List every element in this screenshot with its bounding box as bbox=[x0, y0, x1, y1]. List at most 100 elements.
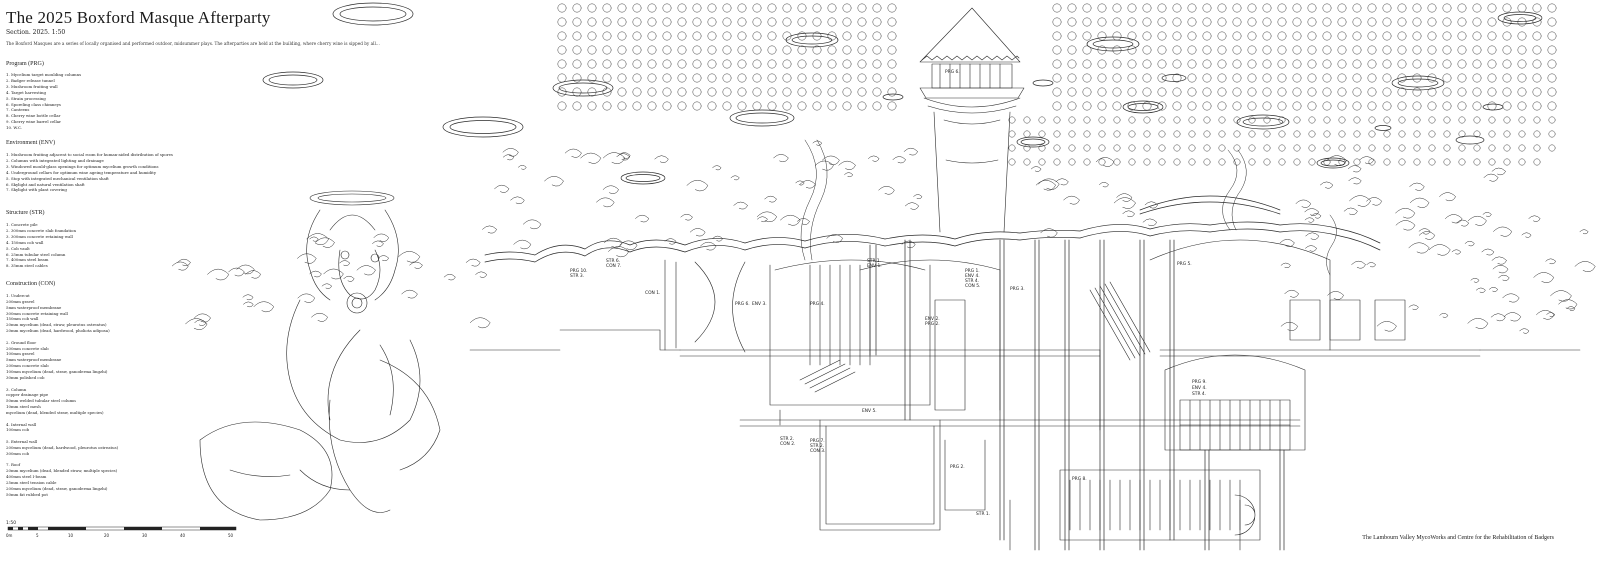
construction-item: 7. Roof bbox=[6, 462, 21, 468]
scale-tick: 40 bbox=[180, 533, 186, 538]
structure-list: 1. Concrete pile 2. 300mm concrete slab … bbox=[6, 222, 76, 269]
vegetation bbox=[171, 140, 1596, 334]
program-item: 10. W.C. bbox=[6, 125, 23, 131]
section-label: PRG 5. bbox=[1177, 261, 1192, 267]
program-item: 2. Badger release tunnel bbox=[6, 77, 55, 83]
section-label: CON 2. bbox=[780, 441, 795, 447]
section-label: STR 1. bbox=[867, 258, 881, 264]
section-label: CON 7. bbox=[606, 263, 621, 269]
section-label: STR 2. bbox=[810, 443, 824, 449]
section-labels: PRG 10.STR 3. STR 6.CON 7. CON 1. PRG 4. STR… bbox=[570, 258, 1207, 517]
construction-item: 5mm waterproof membrane bbox=[6, 357, 62, 363]
badger-figure bbox=[199, 190, 441, 521]
section-label: PRG 8. bbox=[1072, 476, 1087, 482]
ring-texture bbox=[557, 3, 1557, 166]
program-item: 8. Cherry wine bottle cellar bbox=[6, 113, 61, 119]
section-label: STR 1. bbox=[976, 511, 990, 517]
environment-item: 7. Skylight with plant covering bbox=[6, 187, 67, 193]
section-label: PRG 10. bbox=[570, 268, 587, 274]
construction-item: 200mm mycelium (dead, straw, ganoderma l… bbox=[6, 485, 108, 491]
scale-bar: 1:50 0m 5 10 20 30 40 50 bbox=[6, 519, 238, 541]
section-label: CON 1. bbox=[645, 290, 660, 296]
section-label: ENV 3. bbox=[752, 301, 767, 307]
smoke-plumes bbox=[800, 139, 1337, 276]
section-label: STR 2. bbox=[780, 436, 794, 442]
environment-item: 2. Columns with integrated lighting and … bbox=[6, 157, 104, 163]
construction-item: 300mm cob bbox=[6, 450, 30, 456]
structure-item: 8. 35mm steel cables bbox=[6, 263, 48, 269]
drawing-title: The 2025 Boxford Masque Afterparty bbox=[6, 8, 271, 27]
construction-item: 25mm steel tension cable bbox=[6, 480, 57, 485]
section-label: PRG 7. bbox=[810, 438, 825, 444]
section-label: ENV 4. bbox=[1192, 385, 1207, 391]
structure-item: 1. Concrete pile bbox=[6, 222, 38, 227]
section-label: ENV 5. bbox=[862, 408, 877, 414]
structure-item: 5. Cob vault bbox=[6, 245, 30, 251]
section-label: PRG 9. bbox=[1192, 379, 1207, 385]
construction-item: 5mm waterproof membrane bbox=[6, 304, 62, 310]
section-label: PRG 3. bbox=[1010, 286, 1025, 292]
environment-list: 1. Mushroom fruiting adjacent to social … bbox=[6, 152, 173, 193]
section-label: STR 6. bbox=[606, 258, 620, 264]
section-label: PRG 4. bbox=[810, 301, 825, 307]
section-label: STR 4. bbox=[1192, 391, 1206, 397]
program-item: 5. Strain processing bbox=[6, 95, 46, 101]
construction-item: 30mm polished cob bbox=[6, 374, 45, 380]
section-label: PRG 6. bbox=[735, 301, 750, 307]
program-list: 1. Mycelium target moulding columns 2. B… bbox=[6, 72, 81, 131]
construction-heading: Construction (CON) bbox=[6, 281, 56, 287]
construction-item: 20mm mycelium (dead, straw, pleurotus os… bbox=[6, 322, 107, 328]
svg-text:PRG 6.: PRG 6. bbox=[945, 69, 960, 75]
construction-item: copper drainage pipe bbox=[6, 392, 49, 398]
section-label: ENV 4. bbox=[965, 273, 980, 279]
scale-tick: 5 bbox=[36, 533, 39, 538]
scale-tick: 50 bbox=[228, 533, 234, 538]
section-label: PRG 2. bbox=[950, 464, 965, 470]
roof bbox=[484, 195, 1381, 263]
section-label: CON 5. bbox=[965, 283, 980, 289]
program-item: 4. Target harvesting bbox=[6, 89, 46, 95]
section-label: STR 3. bbox=[570, 273, 584, 279]
scale-tick: 0m bbox=[6, 533, 13, 538]
construction-item: 50mm welded tubular steel column bbox=[6, 398, 76, 404]
program-item: 6. Sporeling class chimneys bbox=[6, 101, 61, 107]
construction-item: 200mm gravel bbox=[6, 298, 35, 304]
construction-item: 100mm mycelium (dead, straw, ganoderma l… bbox=[6, 368, 108, 374]
construction-list: 1. Undercut 200mm gravel 5mm waterproof … bbox=[6, 293, 118, 498]
column-pipes bbox=[869, 239, 1285, 551]
environment-item: 3. Windowed mould-glass openings for opt… bbox=[6, 163, 159, 169]
program-item: 9. Cherry wine barrel cellar bbox=[6, 119, 61, 125]
structure-item: 2. 300mm concrete slab foundation bbox=[6, 227, 77, 233]
program-item: 3. Mushroom fruiting wall bbox=[6, 83, 58, 89]
construction-item: 5. External wall bbox=[6, 439, 38, 445]
drawing-subtitle: Section. 2025. 1:50 bbox=[6, 29, 66, 36]
section-label: ENV 2. bbox=[925, 316, 940, 322]
construction-item: 100mm cob bbox=[6, 427, 30, 433]
scale-tick: 10 bbox=[68, 533, 74, 538]
tower: PRG 6. bbox=[919, 7, 1025, 233]
intro-text: The Boxford Masques are a series of loca… bbox=[6, 41, 380, 46]
scale-tick: 30 bbox=[142, 533, 148, 538]
construction-item: 200mm concrete slab bbox=[6, 345, 49, 351]
section-label: ENV 1. bbox=[867, 263, 882, 269]
construction-item: 200mm concrete slab bbox=[6, 363, 49, 369]
structure-item: 7. 400mm steel beam bbox=[6, 257, 49, 263]
section-label: PRG 1. bbox=[965, 268, 980, 274]
structure-heading: Structure (STR) bbox=[6, 210, 45, 216]
construction-item: 10mm steel mesh bbox=[6, 404, 41, 410]
construction-item: 100mm gravel bbox=[6, 351, 35, 357]
construction-item: 2. Ground floor bbox=[6, 339, 37, 345]
construction-item: 300mm concrete retaining wall bbox=[6, 310, 68, 316]
program-heading: Program (PRG) bbox=[6, 61, 44, 67]
footer-caption: The Lambourn Valley MycoWorks and Centre… bbox=[1362, 535, 1554, 541]
environment-item: 6. Skylight and natural ventilation shaf… bbox=[6, 181, 85, 187]
environment-heading: Environment (ENV) bbox=[6, 140, 56, 146]
construction-item: 3. Column bbox=[6, 386, 27, 392]
section-label: STR 4. bbox=[965, 278, 979, 284]
construction-item: 4. Internal wall bbox=[6, 421, 37, 427]
scale-label: 1:50 bbox=[6, 520, 16, 526]
construction-item: 50mm fat rubbed pot bbox=[6, 491, 48, 497]
construction-item: 400mm steel I-beam bbox=[6, 474, 47, 480]
construction-item: 150mm cob wall bbox=[6, 316, 39, 322]
